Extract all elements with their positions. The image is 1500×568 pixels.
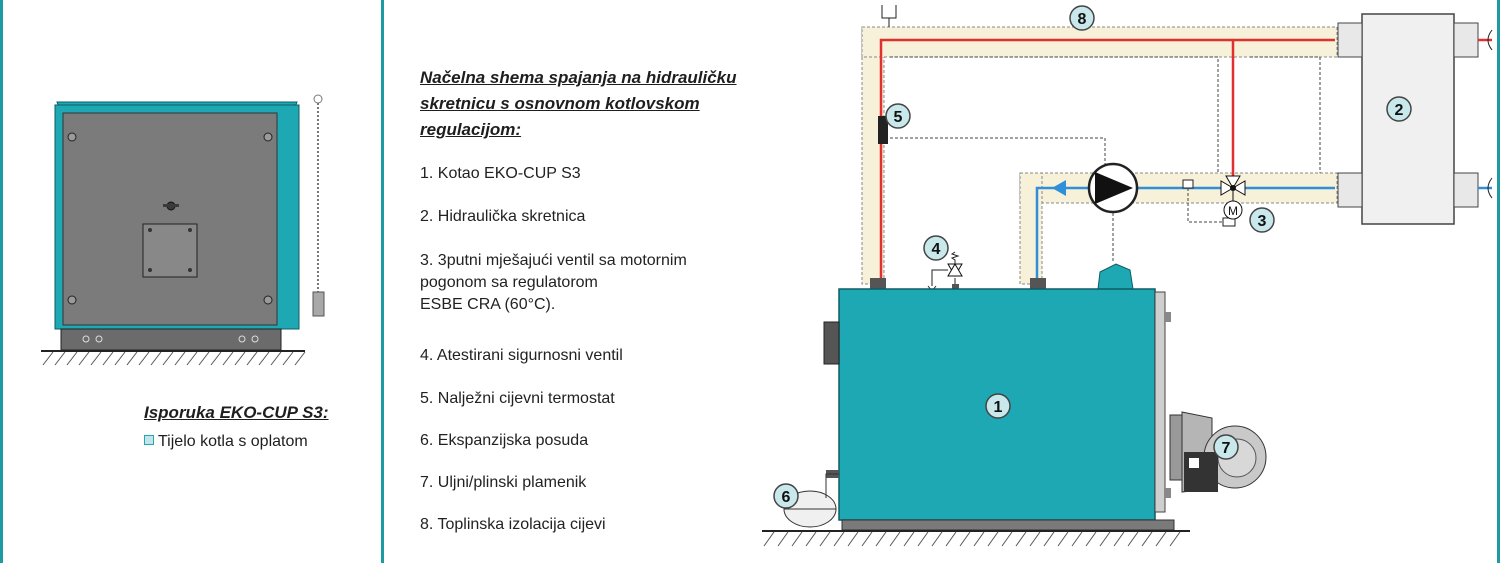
control-wiring [890, 56, 1321, 262]
legend-item: 3. 3putni mješajući ventil sa motornim p… [420, 252, 687, 313]
legend-item: 5. Nalježni cijevni termostat [420, 390, 615, 407]
delivery-title: Isporuka EKO-CUP S3: [144, 403, 329, 422]
bullet-icon [144, 435, 154, 445]
inspection-plate [142, 223, 198, 278]
sensor-icon [1182, 179, 1194, 189]
supply-pipe [879, 38, 1335, 278]
marker-label: 5 [894, 109, 903, 126]
screw-icon [67, 132, 77, 142]
marker-1: 1 [985, 393, 1011, 419]
flow-arrow-icon [1052, 180, 1066, 196]
boiler-front-view [41, 94, 325, 366]
legend-item: 8. Toplinska izolacija cijevi [420, 516, 606, 533]
circulation-pump-icon [1087, 162, 1139, 214]
scheme-legend-panel: Načelna shema spajanja na hidrauličku sk… [384, 0, 760, 563]
boiler-base [60, 328, 282, 351]
marker-8: 8 [1069, 5, 1095, 31]
screw-icon [67, 295, 77, 305]
marker-7: 7 [1213, 434, 1239, 460]
legend-item: 6. Ekspanzijska posuda [420, 432, 589, 449]
marker-label: 3 [1258, 213, 1267, 230]
svg-text:M: M [1228, 204, 1238, 218]
marker-5: 5 [885, 103, 911, 129]
legend-item: 7. Uljni/plinski plamenik [420, 474, 587, 491]
delivery-panel: Isporuka EKO-CUP S3: Tijelo kotla s opla… [3, 0, 381, 563]
boiler-front-panel [62, 112, 278, 326]
marker-label: 1 [994, 399, 1003, 416]
cleaning-brush-icon [312, 94, 325, 317]
screw-icon [263, 132, 273, 142]
mixing-valve-icon: M [1220, 175, 1246, 220]
delivery-item: Tijelo kotla s oplatom [144, 433, 308, 451]
panel-divider [381, 0, 384, 563]
hydraulic-diagram: M [762, 5, 1493, 547]
legend-item: 4. Atestirani sigurnosni ventil [420, 347, 623, 364]
pipe-thermostat [878, 116, 888, 144]
hydraulic-separator [1337, 13, 1493, 225]
marker-6: 6 [773, 483, 799, 509]
legend-item: 2. Hidraulička skretnica [420, 208, 586, 225]
scheme-title: Načelna shema spajanja na hidrauličku sk… [420, 68, 737, 139]
marker-label: 4 [932, 241, 941, 258]
right-border [1497, 0, 1500, 563]
delivery-item-label: Tijelo kotla s oplatom [158, 433, 308, 450]
left-border [0, 0, 3, 563]
marker-3: 3 [1249, 207, 1275, 233]
marker-4: 4 [923, 235, 949, 261]
hydraulic-scheme: M [740, 0, 1497, 563]
marker-label: 7 [1222, 440, 1231, 457]
marker-label: 8 [1078, 11, 1087, 28]
air-vent-icon [881, 5, 897, 27]
marker-label: 2 [1395, 102, 1404, 119]
screw-icon [263, 295, 273, 305]
safety-valve-icon [927, 251, 963, 292]
legend-item: 1. Kotao EKO-CUP S3 [420, 165, 581, 182]
marker-label: 6 [782, 489, 791, 506]
marker-2: 2 [1386, 96, 1412, 122]
